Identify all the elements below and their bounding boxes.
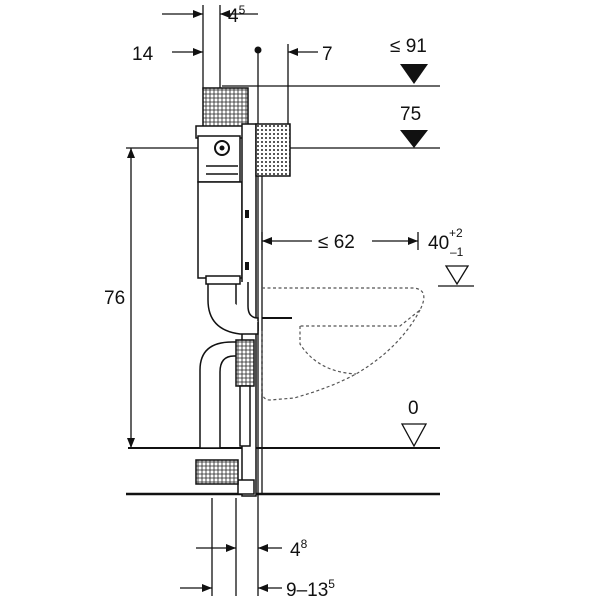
drain-bend-upper [205,275,259,335]
label-max-height: ≤ 91 [390,36,427,57]
label-floor-level: 0 [408,398,419,419]
floor-outlet [195,459,239,485]
cistern-body [197,181,243,279]
svg-text:–1: –1 [450,245,464,259]
level-marker-max [400,64,428,84]
wc-bowl-outline [261,287,425,401]
label-seat-height: 40 +2 –1 [428,226,464,259]
label-bowl-depth: ≤ 62 [318,232,355,253]
svg-text:40: 40 [428,233,449,254]
dimension-arrows [127,10,418,592]
label-wall-range: 9–135 [286,577,335,600]
pipe-collar [235,339,255,387]
label-frame-depth: 14 [132,44,154,65]
svg-text:+2: +2 [449,226,463,240]
label-frame-height: 76 [104,288,125,309]
level-marker-floor [400,423,428,448]
label-cistern-offset: 7 [322,44,333,65]
level-marker-cistern [400,130,428,148]
wall-insulation-block [255,123,291,177]
level-marker-seat [438,265,474,287]
label-cistern-top: 75 [400,104,421,125]
label-bottom-gap: 48 [290,537,308,561]
drain-bend-lower [195,339,255,485]
extension-lines [126,5,440,596]
label-top-gap: 45 [228,3,246,27]
actuator-plate [202,87,249,131]
